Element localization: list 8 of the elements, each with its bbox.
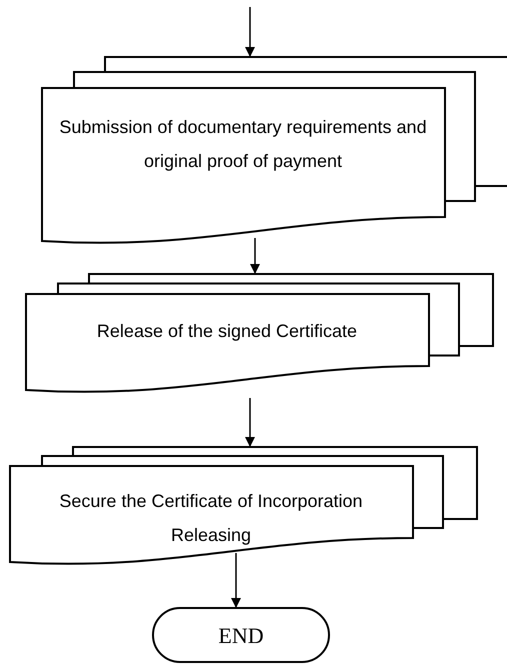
terminator-pill: END (152, 607, 330, 663)
arrow (231, 553, 241, 608)
arrow (245, 7, 255, 57)
arrow (245, 398, 255, 447)
step-text: Release of the signed Certificate (96, 320, 358, 343)
arrow (250, 238, 260, 274)
step-text: Submission of documentary requirements and original proof of payment (58, 116, 428, 173)
step-text: Secure the Certificate of Incorporation Releasing (58, 490, 364, 547)
